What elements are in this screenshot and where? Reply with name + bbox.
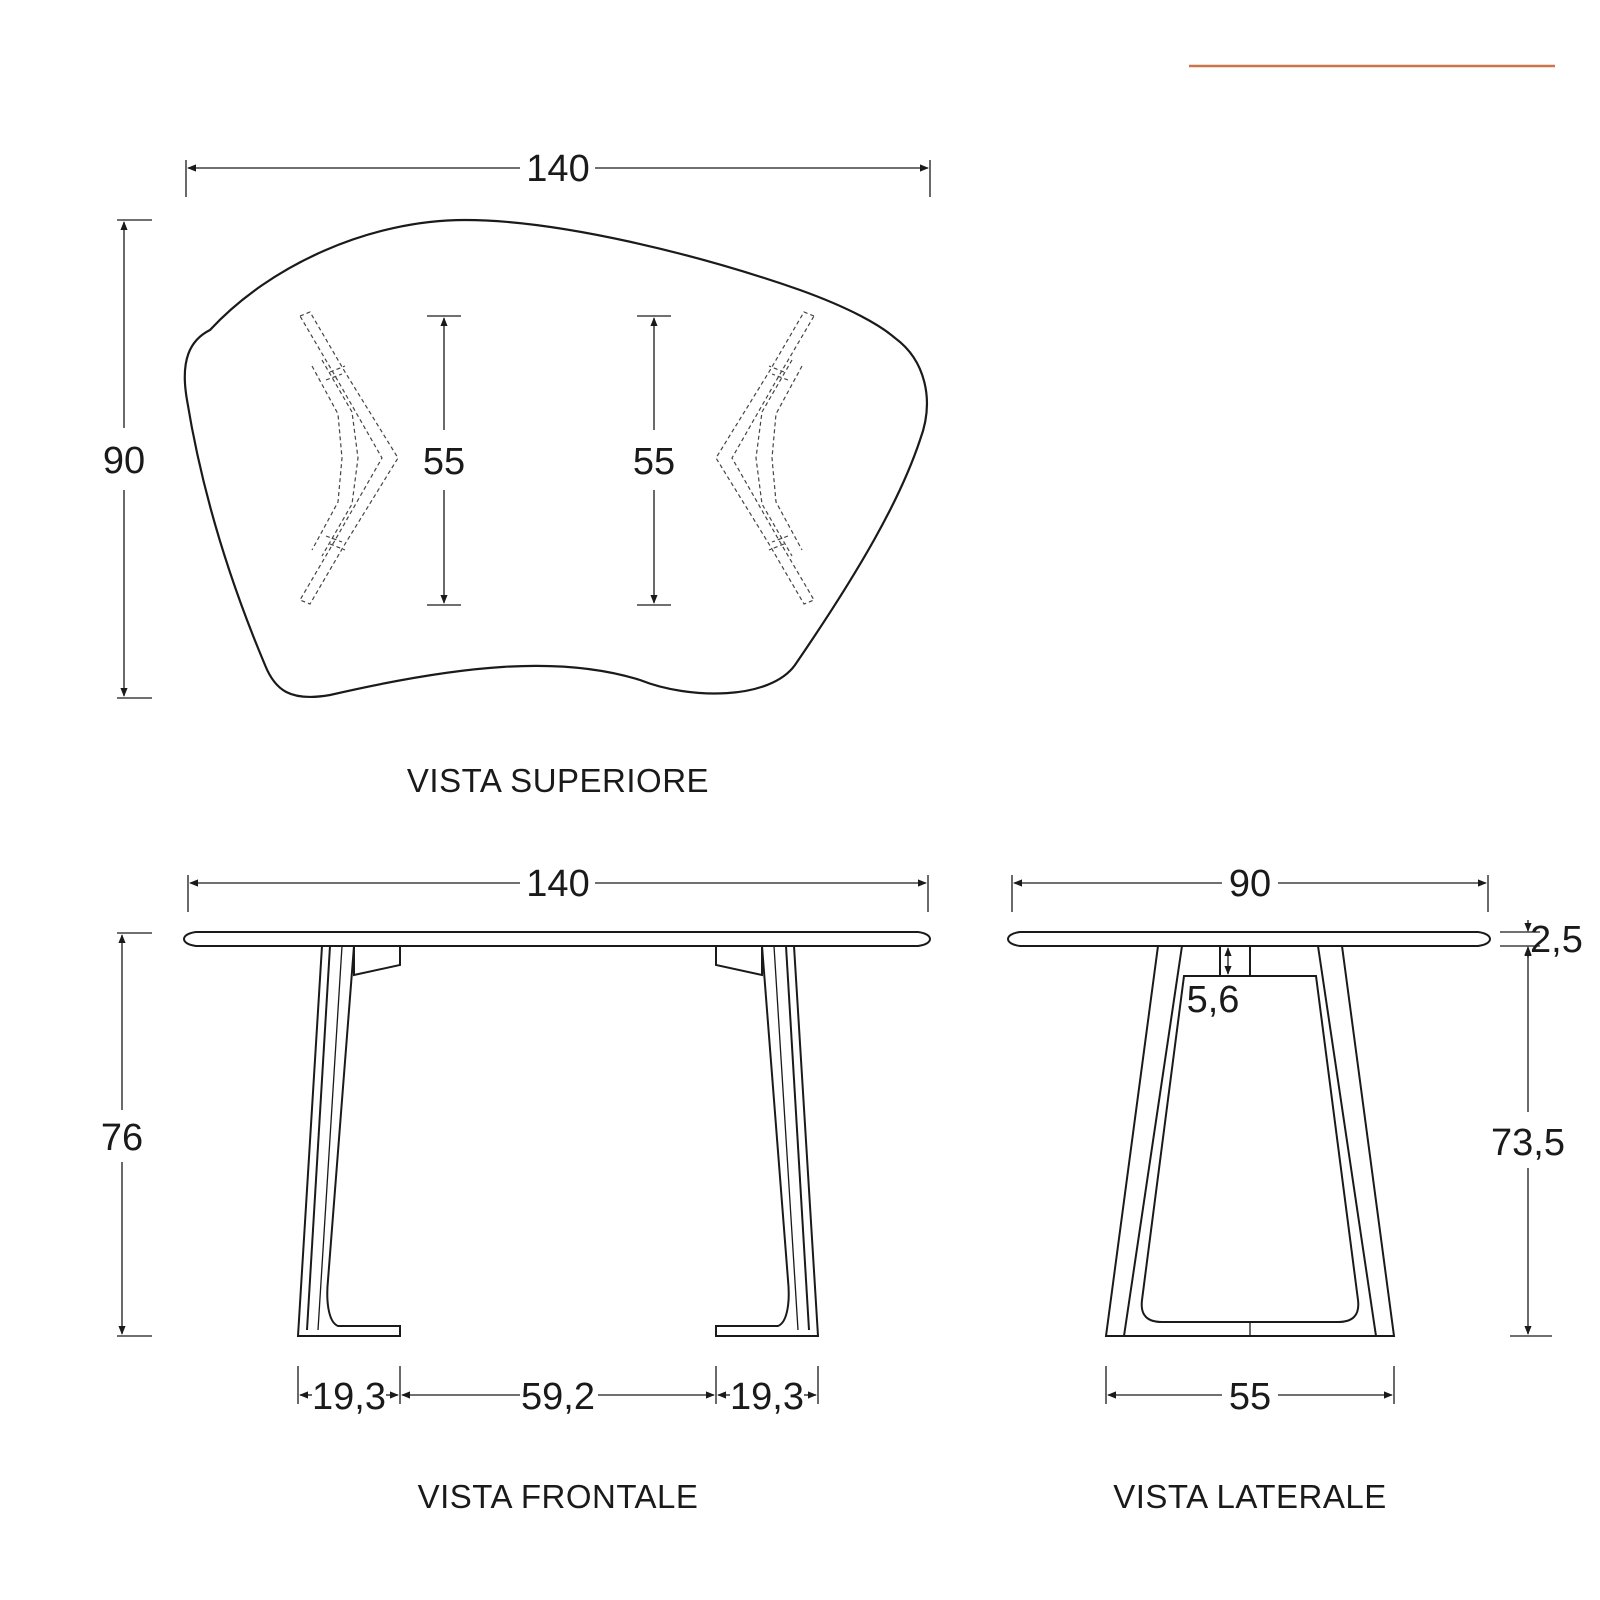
left-base-dashed [299,311,399,605]
front-left-leg [296,945,401,1337]
right-foot-label: 19,3 [730,1376,804,1418]
left-foot-label: 19,3 [312,1376,386,1418]
front-view-caption: VISTA FRONTALE [418,1478,699,1515]
side-view-caption: VISTA LATERALE [1113,1478,1387,1515]
front-width-label: 140 [526,863,589,905]
left-base-span-dimension: 55 [423,315,465,606]
front-right-leg [715,945,820,1337]
top-depth-label: 90 [103,440,145,482]
between-feet-label: 59,2 [521,1376,595,1418]
side-leg-frame [1104,945,1396,1337]
front-height-dimension: 76 [101,932,152,1337]
side-tabletop [1007,931,1491,947]
front-feet-dimension: 19,3 59,2 19,3 [297,1366,819,1418]
side-width-label: 90 [1229,863,1271,905]
side-height-dimension: 73,5 [1491,947,1565,1337]
top-thickness-label: 2,5 [1530,919,1583,961]
top-width-dimension: 140 [185,148,931,197]
top-view: 140 90 [103,148,931,799]
top-width-label: 140 [526,148,589,190]
front-tabletop [183,931,931,947]
right-base-span-dimension: 55 [633,315,675,606]
side-base-dimension: 55 [1105,1366,1395,1418]
side-thickness-dimension: 2,5 [1500,919,1583,961]
apron-height-label: 5,6 [1187,979,1240,1021]
right-base-dashed [715,311,815,605]
front-width-dimension: 140 [187,863,929,912]
leg-height-label: 73,5 [1491,1122,1565,1164]
side-base-width-label: 55 [1229,1376,1271,1418]
side-width-dimension: 90 [1011,863,1489,912]
front-view: 140 76 [101,863,931,1515]
tabletop-outline [183,218,928,699]
side-apron-dimension: 5,6 [1187,947,1240,1021]
front-height-label: 76 [101,1117,143,1159]
right-base-span-label: 55 [633,441,675,483]
left-base-span-label: 55 [423,441,465,483]
top-depth-dimension: 90 [103,219,152,699]
side-view: 90 5,6 2,5 [1007,863,1583,1515]
top-view-caption: VISTA SUPERIORE [407,762,709,799]
